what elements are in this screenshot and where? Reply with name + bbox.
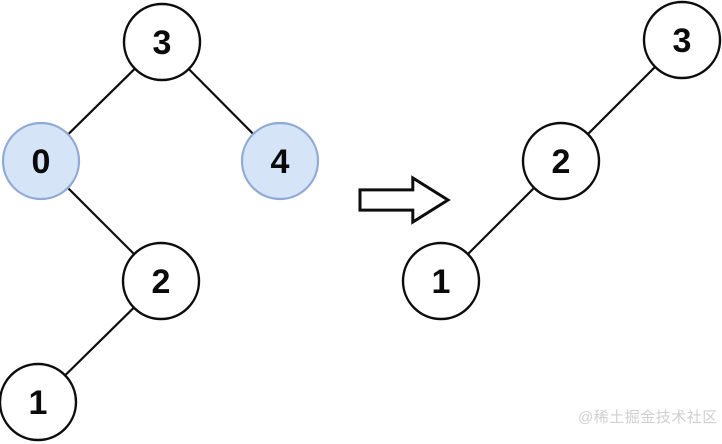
node-label-3: 3 <box>673 22 692 60</box>
before-tree-edges <box>63 67 255 377</box>
tree-edge-2-1 <box>63 306 136 377</box>
node-label-2: 2 <box>152 263 171 301</box>
node-circle-1 <box>401 241 481 321</box>
node-label-2: 2 <box>552 143 571 181</box>
node-circle-3 <box>642 0 722 80</box>
after-tree-edges <box>466 65 657 256</box>
tree-edge-3-4 <box>187 67 255 136</box>
node-circle-4 <box>240 121 320 201</box>
tree-edge-3-0 <box>66 67 137 136</box>
tree-node-1[interactable]: 1 <box>401 241 481 321</box>
node-label-3: 3 <box>153 24 172 62</box>
tree-node-3[interactable]: 3 <box>642 0 722 80</box>
watermark: @稀土掘金技术社区 <box>578 409 718 426</box>
node-label-1: 1 <box>432 263 451 301</box>
node-circle-2 <box>521 121 601 201</box>
tree-edge-3-2 <box>586 65 657 136</box>
node-label-4: 4 <box>271 143 290 181</box>
transformation-arrow-group <box>358 175 451 225</box>
node-circle-0 <box>1 121 81 201</box>
node-circle-1 <box>0 362 78 442</box>
tree-node-4-highlighted[interactable]: 4 <box>240 121 320 201</box>
tree-edge-2-1 <box>466 186 536 256</box>
tree-node-1[interactable]: 1 <box>0 362 78 442</box>
tree-edge-0-2 <box>66 186 136 256</box>
node-circle-2 <box>121 241 201 321</box>
before-tree-nodes: 3 0 4 2 1 <box>0 2 320 442</box>
tree-node-2[interactable]: 2 <box>121 241 201 321</box>
node-label-0: 0 <box>32 143 51 181</box>
after-tree-nodes: 3 2 1 <box>401 0 722 321</box>
tree-node-3[interactable]: 3 <box>122 2 202 82</box>
tree-node-0-highlighted[interactable]: 0 <box>1 121 81 201</box>
watermark-text: @稀土掘金技术社区 <box>578 409 718 426</box>
right-arrow-icon <box>358 175 451 225</box>
node-circle-3 <box>122 2 202 82</box>
tree-node-2[interactable]: 2 <box>521 121 601 201</box>
node-label-1: 1 <box>29 384 48 422</box>
